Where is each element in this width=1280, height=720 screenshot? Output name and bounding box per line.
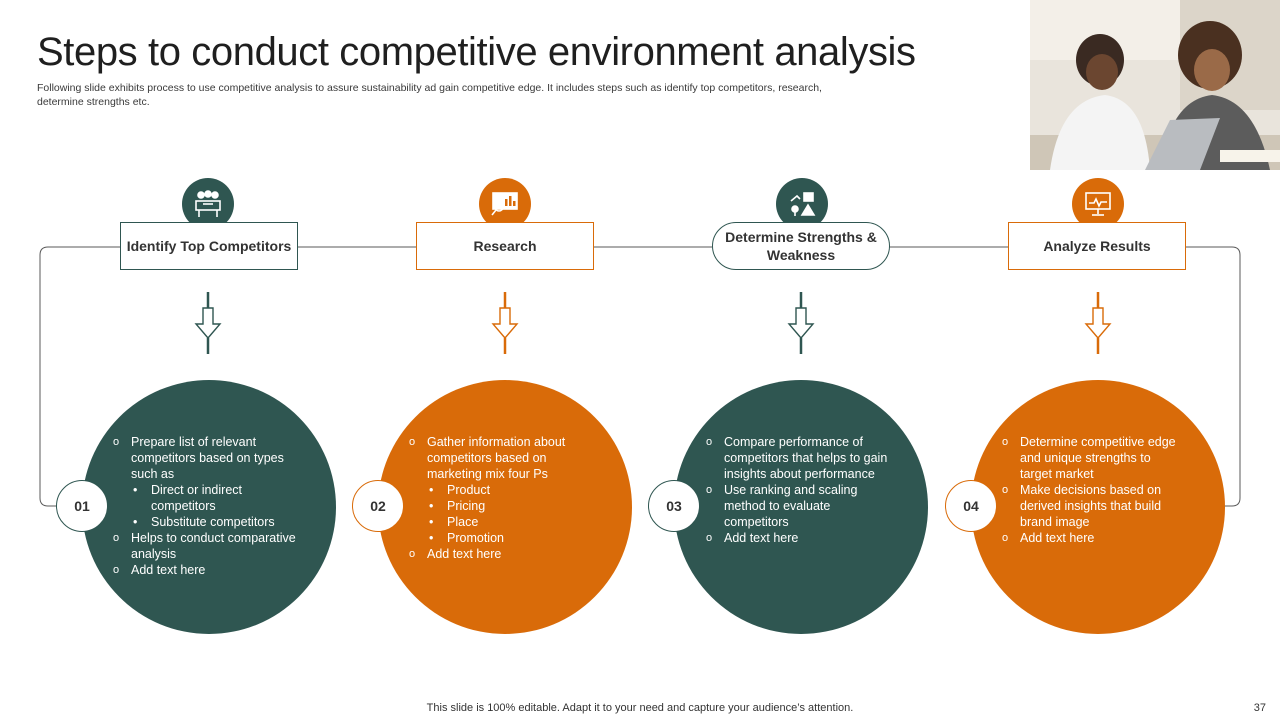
list-item: Determine competitive edge and unique st… [1002, 434, 1186, 482]
list-item: Add text here [706, 530, 890, 546]
step-2-label: Research [416, 222, 594, 270]
analytics-search-icon [479, 178, 531, 230]
slide-subtitle: Following slide exhibits process to use … [37, 82, 822, 108]
down-arrow-icon [1084, 292, 1112, 354]
down-arrow-icon [787, 292, 815, 354]
step-2-number: 02 [352, 480, 404, 532]
list-subitem: Place [409, 514, 593, 530]
step-3-number: 03 [648, 480, 700, 532]
slide-title: Steps to conduct competitive environment… [37, 30, 916, 74]
list-subitem: Substitute competitors [113, 514, 297, 530]
list-item: Add text here [409, 546, 593, 562]
down-arrow-icon [491, 292, 519, 354]
list-subitem: Pricing [409, 498, 593, 514]
list-subitem: Direct or indirect competitors [113, 482, 297, 514]
list-item: Helps to conduct comparative analysis [113, 530, 297, 562]
monitor-analysis-icon [1072, 178, 1124, 230]
list-subitem: Product [409, 482, 593, 498]
list-item: Add text here [113, 562, 297, 578]
down-arrow-icon [194, 292, 222, 354]
list-item: Make decisions based on derived insights… [1002, 482, 1186, 530]
page-number: 37 [1253, 702, 1266, 714]
step-1-details: Prepare list of relevant competitors bas… [113, 434, 297, 578]
step-2-details: Gather information about competitors bas… [409, 434, 593, 562]
list-item: Use ranking and scaling method to evalua… [706, 482, 890, 530]
list-item: Compare performance of competitors that … [706, 434, 890, 482]
meeting-presentation-icon [182, 178, 234, 230]
footer-note: This slide is 100% editable. Adapt it to… [426, 702, 854, 714]
step-4-details: Determine competitive edge and unique st… [1002, 434, 1186, 546]
step-3-label: Determine Strengths & Weakness [712, 222, 890, 270]
list-item: Add text here [1002, 530, 1186, 546]
step-4-label: Analyze Results [1008, 222, 1186, 270]
step-1-label: Identify Top Competitors [120, 222, 298, 270]
swot-icon [776, 178, 828, 230]
list-item: Prepare list of relevant competitors bas… [113, 434, 297, 482]
team-photo [1030, 0, 1280, 170]
step-1-number: 01 [56, 480, 108, 532]
list-item: Gather information about competitors bas… [409, 434, 593, 482]
list-subitem: Promotion [409, 530, 593, 546]
step-3-details: Compare performance of competitors that … [706, 434, 890, 546]
step-4-number: 04 [945, 480, 997, 532]
